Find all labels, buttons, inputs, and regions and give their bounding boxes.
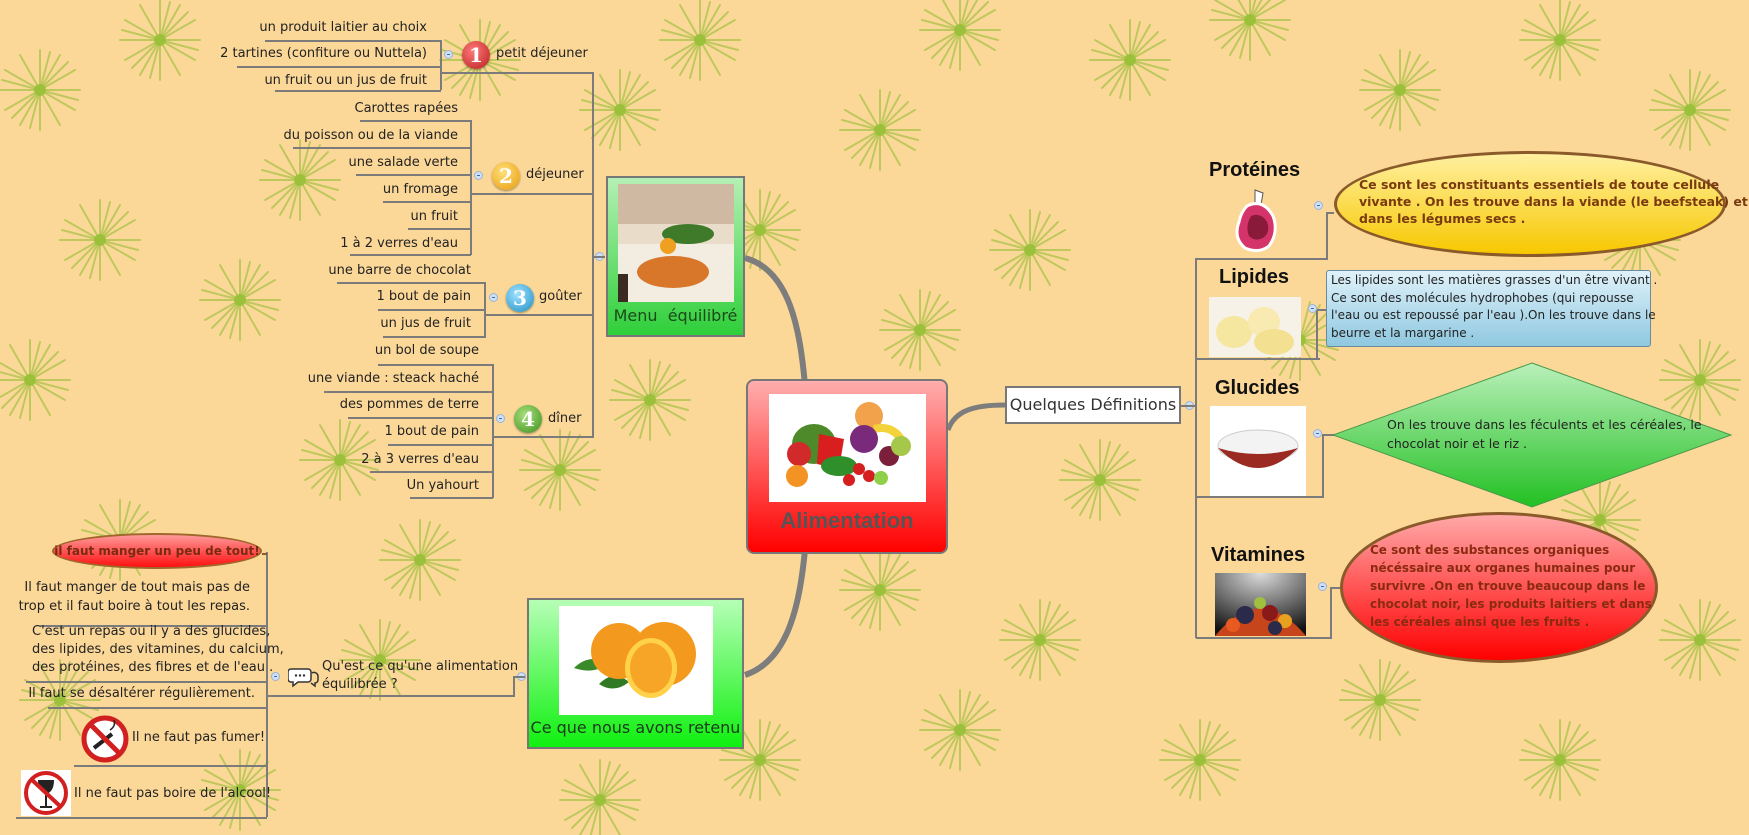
definition-heading-glucides[interactable]: Glucides: [1215, 377, 1300, 399]
proteines-definition-text: Ce sont les constituants essentiels de t…: [1359, 177, 1748, 226]
number-3-icon: 3: [506, 284, 534, 312]
no-alcohol-icon: [21, 770, 71, 816]
meal-item[interactable]: un fruit: [410, 209, 458, 224]
retenu-point[interactable]: Il ne faut pas boire de l'alcool!: [74, 786, 272, 801]
meal-item[interactable]: un bol de soupe: [374, 343, 479, 358]
retenu-point-line: C'est un repas ou il y a des glucides,: [32, 624, 271, 639]
rice-bowl-image: [1210, 406, 1306, 496]
meal-label-dejeuner[interactable]: déjeuner: [526, 167, 584, 182]
definitions-topic[interactable]: Quelques Définitions: [1005, 386, 1181, 424]
meal-label-diner[interactable]: dîner: [548, 411, 582, 426]
retenu-point[interactable]: Il faut manger de tout mais pas de trop …: [19, 578, 250, 616]
retenu-point[interactable]: Il ne faut pas fumer!: [132, 730, 266, 745]
fruits-pile-image: [1215, 573, 1306, 636]
retenu-point-line: des protéines, des fibres et de l'eau .: [32, 660, 274, 675]
number-1-icon: 1: [462, 41, 490, 69]
meal-item[interactable]: un jus de fruit: [380, 316, 471, 331]
meal-item[interactable]: une salade verte: [348, 155, 458, 170]
vitamines-collapse-toggle[interactable]: [1318, 582, 1327, 591]
meal-item[interactable]: des pommes de terre: [339, 397, 479, 412]
question-line-2: équilibrée ?: [322, 677, 398, 692]
proteines-definition[interactable]: [1334, 151, 1726, 257]
retenu-point-line: Il faut manger de tout mais pas de: [24, 580, 250, 595]
meal-label-gouter[interactable]: goûter: [539, 289, 582, 304]
lipides-definition-text: Les lipides sont les matières grasses d'…: [1331, 273, 1658, 340]
menu-topic-title: Menu équilibré: [613, 306, 738, 325]
retenu-topic[interactable]: Ce que nous avons retenu: [527, 598, 744, 749]
meal-item[interactable]: 1 bout de pain: [376, 289, 471, 304]
speech-bubbles-icon: [287, 665, 320, 689]
retenu-topic-title: Ce que nous avons retenu: [530, 718, 741, 737]
meal-label-petit-dejeuner[interactable]: petit déjeuner: [496, 46, 588, 61]
meal-item[interactable]: un fruit ou un jus de fruit: [264, 73, 427, 88]
question-node[interactable]: Qu'est ce qu'une alimentation équilibrée…: [322, 658, 518, 694]
meal-1-collapse-toggle[interactable]: [444, 50, 453, 59]
meal-item[interactable]: 1 bout de pain: [384, 424, 479, 439]
vitamines-definition[interactable]: [1340, 512, 1658, 663]
meal-item[interactable]: un fromage: [382, 182, 458, 197]
retenu-point[interactable]: Il faut se désaltérer régulièrement.: [28, 686, 255, 701]
menu-topic[interactable]: Menu équilibré: [606, 176, 745, 337]
retenu-point-line: trop et il faut boire à tout les repas.: [18, 599, 250, 614]
meal-item[interactable]: Carottes rapées: [354, 101, 459, 116]
meal-item[interactable]: 1 à 2 verres d'eau: [340, 236, 458, 251]
meal-4-collapse-toggle[interactable]: [496, 414, 505, 423]
meal-item[interactable]: une viande : steack haché: [307, 371, 479, 386]
number-4-icon: 4: [514, 405, 542, 433]
question-collapse-toggle[interactable]: [271, 672, 280, 681]
lipides-definition[interactable]: [1326, 270, 1651, 347]
retenu-point[interactable]: C'est un repas ou il y a des glucides, d…: [32, 623, 284, 677]
question-line-1: Qu'est ce qu'une alimentation: [322, 659, 519, 674]
glucides-definition-text: On les trouve dans les féculents et les …: [1387, 417, 1702, 451]
fruits-vegetables-image: [769, 394, 926, 502]
meal-2-collapse-toggle[interactable]: [474, 171, 483, 180]
meal-item[interactable]: 2 à 3 verres d'eau: [361, 452, 479, 467]
butter-image: [1209, 297, 1301, 357]
definition-heading-lipides[interactable]: Lipides: [1219, 266, 1290, 288]
proteines-collapse-toggle[interactable]: [1314, 201, 1323, 210]
meal-item[interactable]: 2 tartines (confiture ou Nuttela): [220, 46, 427, 61]
meal-item[interactable]: une barre de chocolat: [328, 263, 471, 278]
meat-icon: [1233, 188, 1279, 254]
meal-item[interactable]: un produit laitier au choix: [259, 20, 427, 35]
glucides-definition[interactable]: [1332, 362, 1733, 508]
vitamines-definition-text: Ce sont des substances organiques nécéss…: [1370, 543, 1652, 629]
definition-heading-proteines[interactable]: Protéines: [1209, 159, 1301, 181]
definition-heading-vitamines[interactable]: Vitamines: [1211, 544, 1306, 566]
glucides-collapse-toggle[interactable]: [1313, 429, 1322, 438]
central-topic-title: Alimentation: [780, 508, 914, 533]
meal-3-collapse-toggle[interactable]: [489, 293, 498, 302]
oranges-image: [559, 606, 713, 715]
no-smoking-icon: [80, 714, 130, 764]
number-2-icon: 2: [492, 162, 520, 190]
kitchen-meal-image: [618, 184, 734, 302]
meal-item[interactable]: Un yahourt: [406, 478, 479, 493]
lipides-collapse-toggle[interactable]: [1308, 304, 1317, 313]
retenu-point-line: des lipides, des vitamines, du calcium,: [32, 642, 284, 657]
callout-eat-everything[interactable]: il faut manger un peu de tout!: [52, 533, 262, 569]
meal-item[interactable]: du poisson ou de la viande: [283, 128, 459, 143]
central-topic[interactable]: Alimentation: [746, 379, 948, 554]
